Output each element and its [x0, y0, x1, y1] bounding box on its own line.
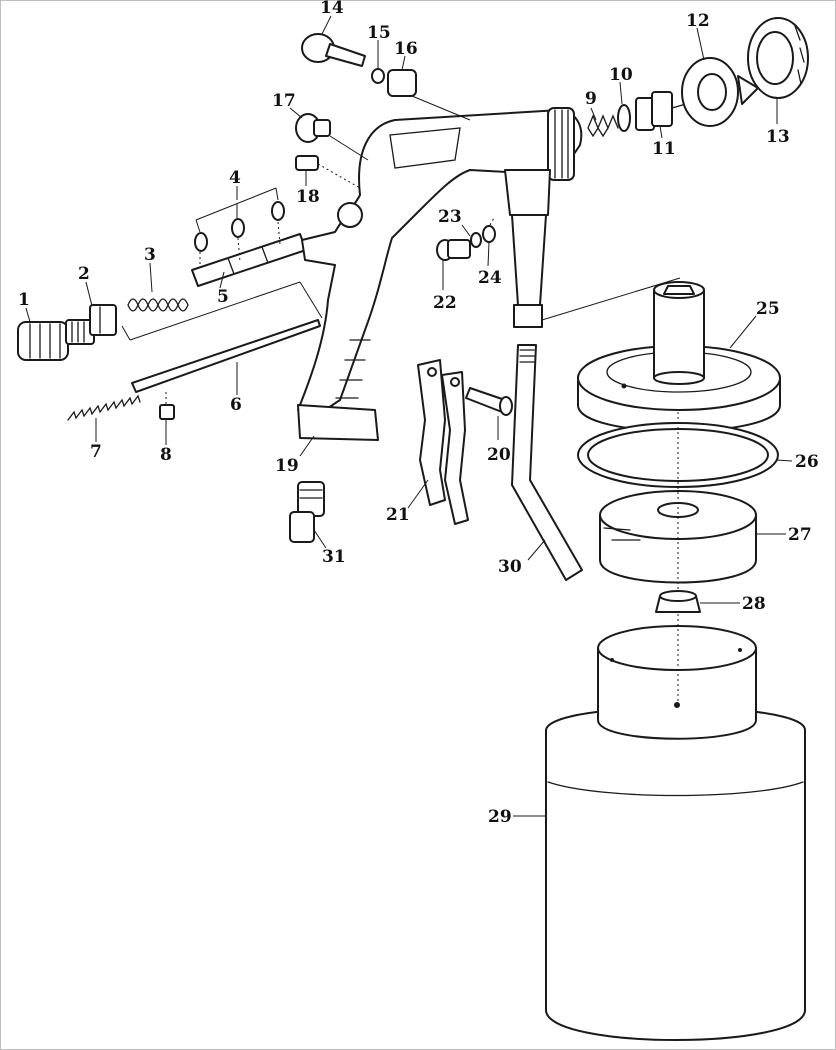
callout-22: 22	[433, 293, 457, 313]
callout-6: 6	[230, 395, 242, 415]
part-8-small-nut	[159, 404, 175, 420]
callout-4: 4	[229, 168, 241, 188]
part-14-fan-adjustment-screw	[301, 33, 366, 67]
callout-25: 25	[756, 299, 780, 319]
callout-27: 27	[788, 525, 812, 545]
part-23-o-ring	[470, 232, 482, 248]
callout-26: 26	[795, 452, 819, 472]
part-10-o-ring	[617, 104, 631, 132]
callout-31: 31	[322, 547, 346, 567]
callout-24: 24	[478, 268, 502, 288]
callout-23: 23	[438, 207, 462, 227]
callout-28: 28	[742, 594, 766, 614]
part-15-o-ring	[371, 68, 385, 84]
part-4-o-rings	[194, 201, 285, 252]
callout-20: 20	[487, 445, 511, 465]
callout-labels: 1 2 3 4 5 6 7 8 9 10 11 12 13 14 15 16 1…	[18, 0, 819, 827]
callout-9: 9	[585, 89, 597, 109]
part-28-nut	[655, 590, 701, 613]
assembly-lines	[121, 95, 681, 705]
gun-front-ring	[547, 107, 575, 181]
part-21-trigger	[417, 359, 469, 525]
callout-17: 17	[272, 91, 296, 111]
callout-30: 30	[498, 557, 522, 577]
part-1-adjustment-knob	[17, 321, 69, 361]
callout-18: 18	[296, 187, 320, 207]
callout-21: 21	[386, 505, 410, 525]
part-2-threaded-bushing	[65, 304, 117, 345]
callout-5: 5	[217, 287, 229, 307]
part-31-air-inlet-fitting	[289, 481, 325, 543]
part-9-spring	[587, 114, 619, 138]
callout-7: 7	[90, 442, 102, 462]
part-16-bushing	[387, 69, 417, 97]
callout-12: 12	[686, 11, 710, 31]
part-29-paint-cup	[545, 625, 806, 1041]
part-13-retaining-ring	[747, 17, 809, 99]
part-24-washer	[482, 225, 496, 243]
part-20-trigger-pin	[465, 387, 513, 416]
part-11-nozzle	[635, 91, 687, 131]
part-12-air-cap	[681, 57, 759, 127]
callout-19: 19	[275, 456, 299, 476]
part-30-fluid-tube	[511, 344, 583, 581]
callout-29: 29	[488, 807, 512, 827]
callout-8: 8	[160, 445, 172, 465]
part-17-cap-nut	[295, 113, 331, 143]
callout-11: 11	[652, 139, 676, 159]
callout-10: 10	[609, 65, 633, 85]
part-7-needle-spring	[67, 394, 141, 421]
callout-13: 13	[766, 127, 790, 147]
gun-fluid-inlet	[504, 169, 551, 328]
leader-lines	[25, 15, 793, 817]
callout-14: 14	[320, 0, 344, 18]
callout-1: 1	[18, 290, 30, 310]
part-26-gasket	[577, 422, 779, 488]
part-25-cup-lid	[577, 281, 781, 433]
callout-2: 2	[78, 264, 90, 284]
callout-16: 16	[394, 39, 418, 59]
callout-3: 3	[144, 245, 156, 265]
part-18-set-screw	[295, 155, 319, 171]
part-5-valve-shaft	[191, 233, 307, 287]
part-3-spring	[127, 298, 189, 312]
part-22-air-valve	[436, 239, 471, 261]
callout-15: 15	[367, 23, 391, 43]
part-6-needle	[131, 319, 321, 393]
